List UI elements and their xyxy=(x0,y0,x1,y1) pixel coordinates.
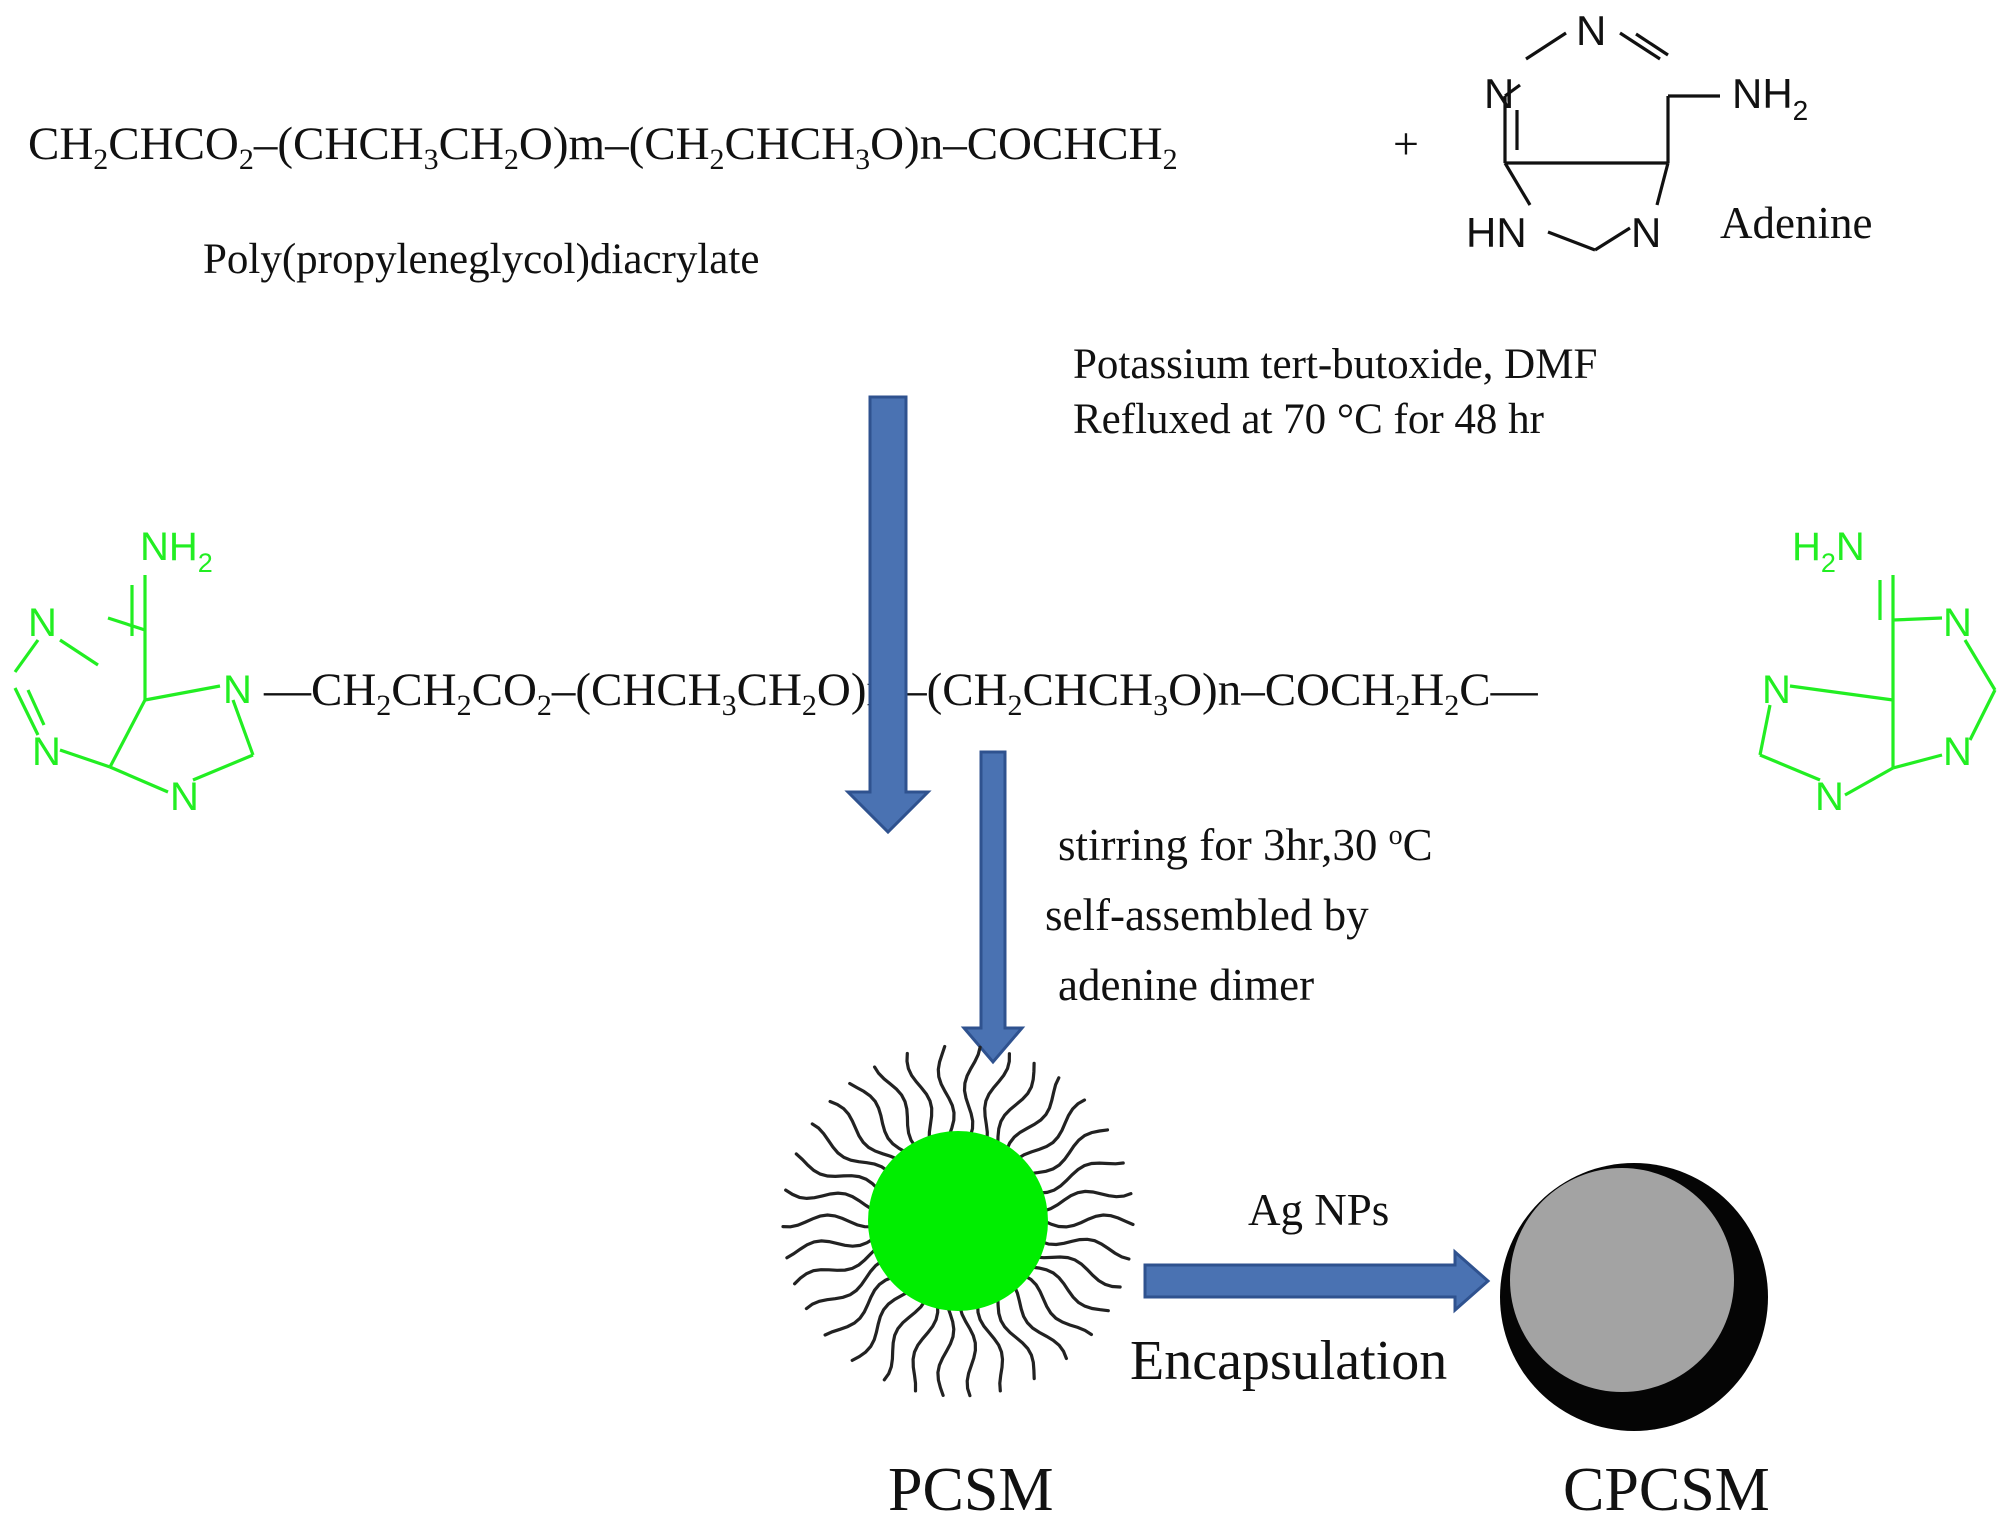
step2-stirring: stirring for 3hr,30 oC xyxy=(1058,820,1433,870)
adenine-label: Adenine xyxy=(1720,198,1872,248)
left-n7: N xyxy=(170,775,199,819)
adenine-n3: N xyxy=(1484,70,1514,117)
corona-strand xyxy=(1034,1255,1122,1289)
left-n9: N xyxy=(223,668,252,712)
capsule-core xyxy=(1510,1168,1734,1392)
step1-down-arrow xyxy=(844,395,932,835)
corona-strand xyxy=(1042,1213,1135,1229)
ppgda-formula: CH2CHCO2–(CHCH3CH2O)m–(CH2CHCH3O)n–COCHC… xyxy=(28,118,1178,176)
ag-nps-label: Ag NPs xyxy=(1248,1185,1389,1235)
corona-strand xyxy=(1022,1274,1093,1337)
right-n9: N xyxy=(1762,668,1791,712)
step2-adenine-dimer: adenine dimer xyxy=(1058,960,1314,1010)
corona-strand xyxy=(848,1081,908,1154)
corona-strand xyxy=(996,1061,1036,1147)
corona-strand xyxy=(1042,1189,1133,1213)
adenine-n1: N xyxy=(1576,7,1606,54)
corona-strand xyxy=(1016,1098,1087,1161)
right-n7: N xyxy=(1815,775,1844,819)
corona-strand xyxy=(1037,1161,1125,1195)
adenine-n7: N xyxy=(1631,209,1661,256)
right-n1: N xyxy=(1943,601,1972,645)
ppgda-name: Poly(propyleneglycol)diacrylate xyxy=(203,236,759,283)
corona-strand xyxy=(794,1152,880,1191)
corona-strand xyxy=(784,1188,875,1212)
right-amino: H2N xyxy=(1792,525,1865,578)
corona-strand xyxy=(1012,1284,1068,1361)
corona-strand xyxy=(1040,1237,1131,1261)
micelle-core xyxy=(868,1131,1048,1311)
corona-strand xyxy=(873,1065,917,1148)
corona-strand xyxy=(983,1052,1011,1142)
corona-strand xyxy=(1028,1128,1110,1176)
encapsulation-arrow xyxy=(1143,1248,1491,1314)
corona-strand xyxy=(996,1295,1036,1381)
corona-strand xyxy=(785,1236,876,1260)
step2-self-assembled: self-assembled by xyxy=(1045,890,1369,940)
corona-strand xyxy=(781,1213,874,1229)
corona-strand xyxy=(911,1303,940,1393)
adenine-amino: NH2 xyxy=(1732,70,1808,126)
corona-strand xyxy=(936,1304,956,1397)
product-formula: —CH2CH2CO2–(CHCH3CH2O)m–(CH2CHCH3O)n–COC… xyxy=(263,664,1539,722)
corona-strand xyxy=(958,1305,978,1398)
corona-strand xyxy=(1029,1265,1110,1313)
left-n1: N xyxy=(28,601,57,645)
corona-strand xyxy=(823,1275,895,1337)
step1-conditions: Refluxed at 70 °C for 48 hr xyxy=(1073,396,1544,443)
adenine-left-structure xyxy=(13,575,255,794)
step1-reagents: Potassium tert-butoxide, DMF xyxy=(1073,341,1597,388)
corona-strand xyxy=(976,1303,1005,1393)
corona-strand xyxy=(882,1299,927,1382)
adenine-nh: HN xyxy=(1466,209,1527,256)
cpcsm-label: CPCSM xyxy=(1563,1456,1770,1518)
encapsulation-label: Encapsulation xyxy=(1130,1330,1447,1392)
corona-strand xyxy=(962,1045,982,1138)
corona-strand xyxy=(936,1044,956,1137)
corona-strand xyxy=(1005,1076,1061,1152)
adenine-right-structure xyxy=(1758,575,1997,797)
corona-strand xyxy=(793,1246,878,1286)
right-n3: N xyxy=(1943,730,1972,774)
step2-down-arrow xyxy=(960,750,1026,1065)
corona-strand xyxy=(810,1122,890,1173)
plus-sign: + xyxy=(1393,118,1419,169)
left-amino: NH2 xyxy=(140,525,213,578)
adenine-reactant-structure xyxy=(1503,31,1720,252)
corona-strand xyxy=(828,1099,900,1161)
micelle-corona xyxy=(781,1044,1135,1398)
corona-strand xyxy=(804,1259,884,1311)
corona-strand xyxy=(905,1051,934,1142)
pcsm-label: PCSM xyxy=(888,1456,1053,1518)
corona-strand xyxy=(850,1290,911,1362)
left-n3: N xyxy=(32,730,61,774)
